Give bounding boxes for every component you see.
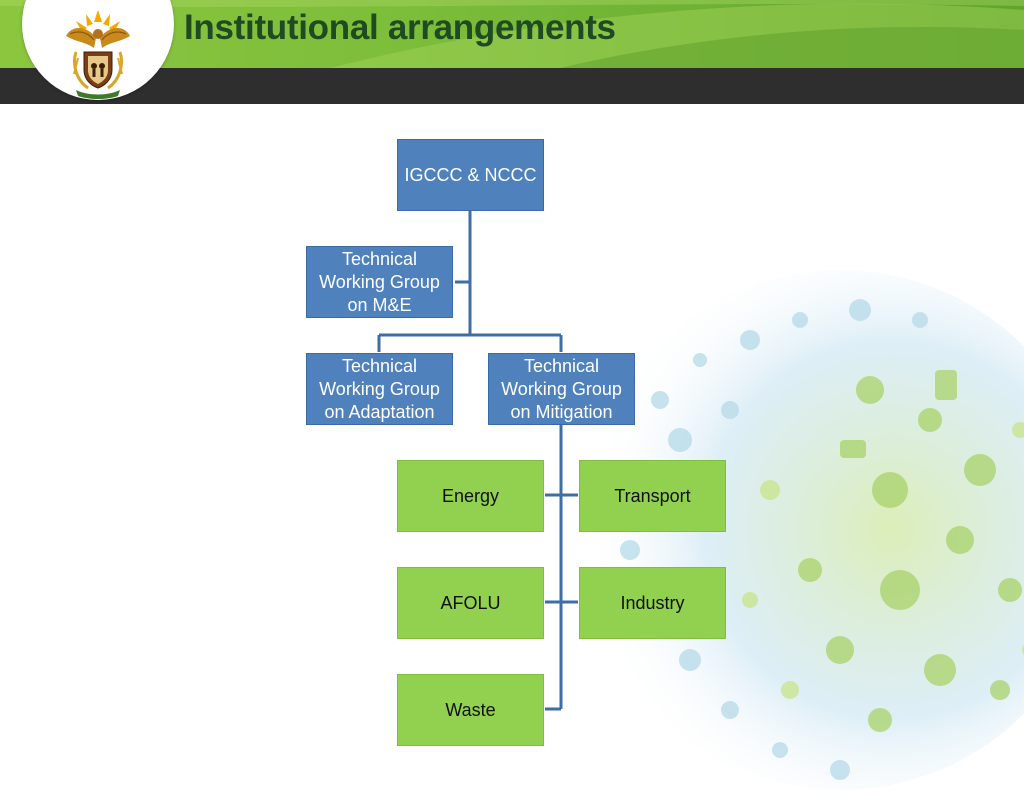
node-twg-adaptation: Technical Working Group on Adaptation (306, 353, 453, 425)
node-industry-label: Industry (620, 592, 685, 613)
node-afolu: AFOLU (397, 567, 544, 639)
node-twg-adaptation-label: Technical Working Group on Adaptation (319, 355, 440, 422)
node-energy: Energy (397, 460, 544, 532)
org-chart-connectors (377, 211, 578, 711)
node-twg-mitigation: Technical Working Group on Mitigation (488, 353, 635, 425)
node-waste: Waste (397, 674, 544, 746)
coat-of-arms-logo (66, 10, 130, 99)
slide-title: Institutional arrangements (184, 8, 616, 47)
node-twg-mitigation-label: Technical Working Group on Mitigation (501, 355, 622, 422)
node-afolu-label: AFOLU (440, 592, 501, 613)
node-igccc-nccc-label: IGCCC & NCCC (404, 164, 537, 185)
node-industry: Industry (579, 567, 726, 639)
header-swoosh-decoration (0, 0, 1024, 68)
node-energy-label: Energy (441, 485, 500, 506)
node-twg-me-label: Technical Working Group on M&E (319, 248, 440, 315)
node-twg-me: Technical Working Group on M&E (306, 246, 453, 318)
node-transport: Transport (579, 460, 726, 532)
header-bar (0, 0, 1024, 68)
node-igccc-nccc: IGCCC & NCCC (397, 139, 544, 211)
node-waste-label: Waste (445, 699, 496, 720)
node-transport-label: Transport (614, 485, 691, 506)
header-dark-band (0, 68, 1024, 104)
